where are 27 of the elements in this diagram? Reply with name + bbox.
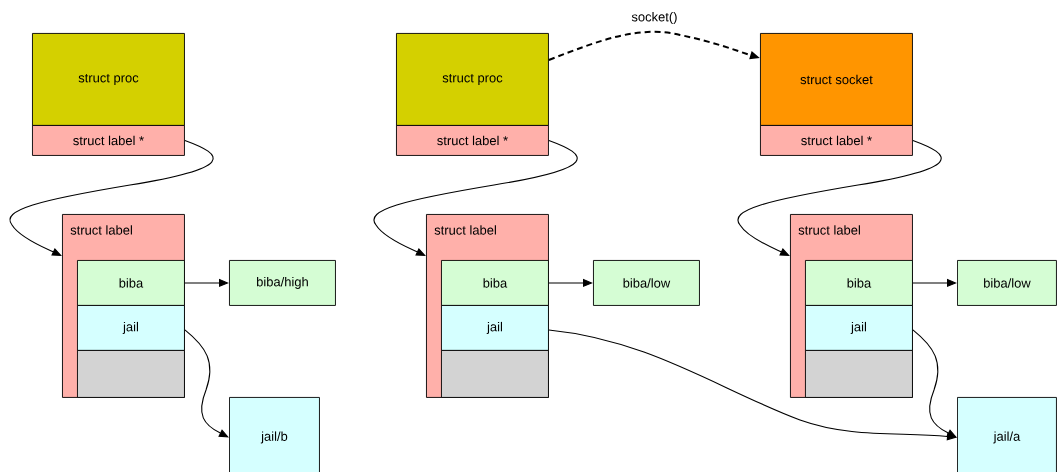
field-box: biba xyxy=(441,260,549,306)
pointer-field-box: struct label * xyxy=(32,125,185,156)
struct-box: struct socket xyxy=(760,33,913,126)
field-box: jail xyxy=(441,305,549,351)
pointer-field-box: struct label * xyxy=(396,125,549,156)
empty-field-box xyxy=(441,350,549,398)
value-box: biba/low xyxy=(593,260,700,306)
empty-field-box xyxy=(77,350,185,398)
arrow xyxy=(9,139,214,256)
arrow xyxy=(737,139,942,256)
arrow xyxy=(184,329,229,438)
arrow xyxy=(548,329,957,441)
value-box: jail/a xyxy=(957,397,1057,472)
struct-box: struct proc xyxy=(396,33,549,126)
value-box: biba/high xyxy=(229,260,336,306)
struct-box: struct proc xyxy=(32,33,185,126)
field-box: biba xyxy=(805,260,913,306)
arrow xyxy=(373,139,578,256)
field-box: biba xyxy=(77,260,185,306)
empty-field-box xyxy=(805,350,913,398)
value-box: biba/low xyxy=(957,260,1057,306)
field-box: jail xyxy=(805,305,913,351)
arrow xyxy=(912,329,957,438)
pointer-field-box: struct label * xyxy=(760,125,913,156)
field-box: jail xyxy=(77,305,185,351)
value-box: jail/b xyxy=(229,397,320,472)
edge-label: socket() xyxy=(630,10,679,25)
